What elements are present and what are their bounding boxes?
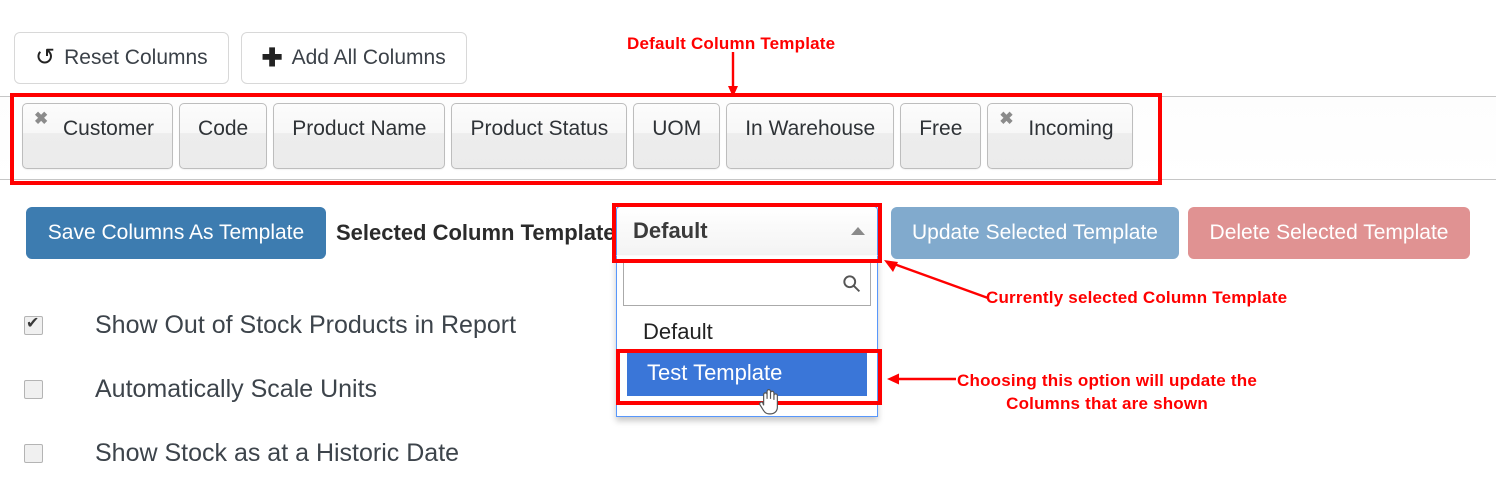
column-chip[interactable]: ✖ Incoming (987, 103, 1133, 169)
column-chip[interactable]: UOM (633, 103, 721, 169)
report-options-list: Show Out of Stock Products in ReportAuto… (24, 304, 516, 496)
template-actions-row: Save Columns As Template Selected Column… (0, 207, 1496, 263)
option-row: Automatically Scale Units (24, 368, 516, 410)
column-chip[interactable]: ✖ Customer (22, 103, 174, 169)
column-toolbar: ↻ Reset Columns ✚ Add All Columns (14, 32, 467, 84)
option-checkbox[interactable] (24, 314, 43, 335)
add-all-columns-button[interactable]: ✚ Add All Columns (240, 32, 467, 84)
selected-column-template-label: Selected Column Template: (336, 220, 623, 245)
column-chip[interactable]: Code (179, 103, 268, 169)
column-chip[interactable]: Product Status (451, 103, 628, 169)
dropdown-search-input[interactable] (623, 262, 871, 306)
column-chip-label: Free (919, 117, 963, 140)
column-chip-label: Code (198, 117, 249, 140)
option-row: Show Out of Stock Products in Report (24, 304, 516, 346)
column-chip-label: UOM (652, 117, 702, 140)
dropdown-search-wrap (623, 262, 871, 306)
dropdown-selected-value: Default (633, 218, 708, 243)
column-chip[interactable]: Product Name (273, 103, 446, 169)
caret-up-icon (851, 227, 865, 235)
reset-arrow-icon: ↻ (35, 44, 56, 71)
annotation-arrow-down (728, 52, 738, 97)
option-row: Show Stock as at a Historic Date (24, 432, 516, 474)
save-columns-as-template-button[interactable]: Save Columns As Template (26, 207, 326, 259)
column-chip[interactable]: In Warehouse (726, 103, 895, 169)
option-checkbox[interactable] (24, 443, 43, 463)
delete-selected-template-button[interactable]: Delete Selected Template (1188, 207, 1470, 259)
annotation-choosing-line2: Columns that are shown (1006, 393, 1208, 413)
column-chip-label: Product Status (470, 117, 609, 140)
annotation-arrow-diagonal (884, 260, 989, 300)
option-label: Show Out of Stock Products in Report (95, 310, 517, 339)
column-chip-label: In Warehouse (745, 117, 876, 140)
annotation-default-column-template: Default Column Template (627, 34, 836, 53)
column-chip-label: Incoming (1028, 117, 1114, 140)
chip-remove-icon[interactable]: ✖ (34, 109, 49, 128)
annotation-choosing-option: Choosing this option will update the Col… (952, 370, 1262, 416)
dropdown-toggle[interactable]: Default (616, 206, 878, 256)
plus-icon: ✚ (261, 43, 283, 72)
option-checkbox[interactable] (24, 379, 43, 399)
reset-columns-label: Reset Columns (64, 46, 208, 69)
add-all-columns-label: Add All Columns (291, 46, 446, 69)
reset-columns-button[interactable]: ↻ Reset Columns (14, 32, 229, 84)
option-label: Automatically Scale Units (95, 374, 378, 403)
annotation-currently-selected: Currently selected Column Template (986, 288, 1288, 307)
column-chip[interactable]: Free (900, 103, 982, 169)
column-chip-list: ✖ Customer Code Product Name Product Status U… (22, 103, 1133, 169)
dropdown-option[interactable]: Test Template (627, 351, 867, 396)
chip-remove-icon[interactable]: ✖ (999, 109, 1014, 128)
annotation-choosing-line1: Choosing this option will update the (957, 371, 1257, 390)
column-chip-label: Product Name (292, 117, 427, 140)
annotation-arrow-left (887, 373, 956, 385)
column-chip-label: Customer (63, 117, 155, 140)
dropdown-option[interactable]: Default (643, 319, 713, 344)
column-chip-panel: ✖ Customer Code Product Name Product Status U… (0, 96, 1496, 180)
update-selected-template-button[interactable]: Update Selected Template (891, 207, 1179, 259)
option-label: Show Stock as at a Historic Date (95, 438, 460, 467)
